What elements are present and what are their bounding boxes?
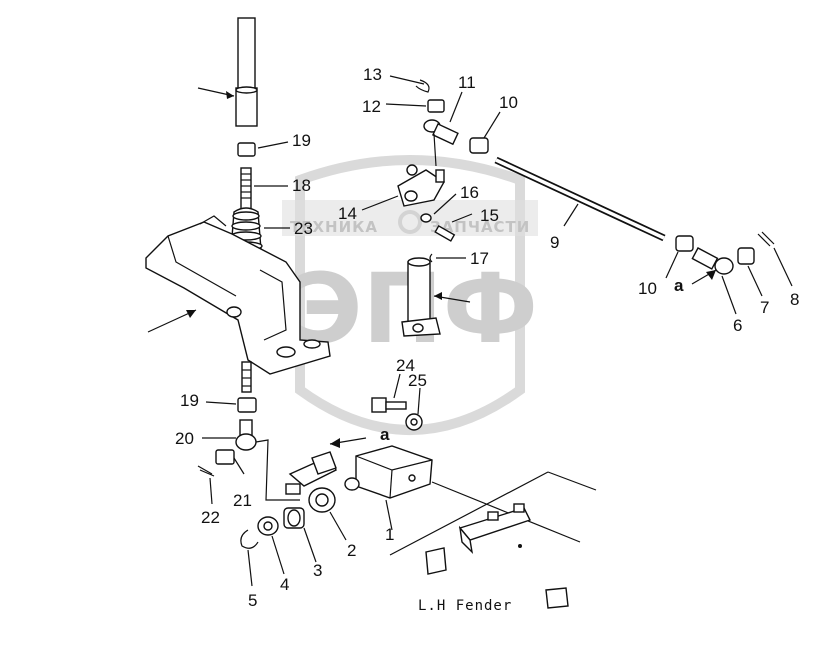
- threaded-rod-18: [240, 167, 288, 211]
- callout-19-lower: 19: [180, 391, 199, 410]
- callout-11: 11: [458, 73, 476, 92]
- mounting-bracket: [145, 215, 331, 375]
- callout-16: 16: [460, 183, 479, 202]
- callout-23: 23: [294, 219, 313, 238]
- callout-14: 14: [338, 204, 357, 223]
- callout-1: 1: [385, 525, 394, 544]
- callout-20: 20: [175, 429, 194, 448]
- lever-2: [285, 451, 347, 541]
- callout-17: 17: [470, 249, 489, 268]
- callout-15: 15: [480, 206, 499, 225]
- nut-21: [215, 449, 245, 475]
- callout-12: 12: [362, 97, 381, 116]
- callout-labels: 1 2 3 4 5 6 7 8 9 10 10 11 12 13 14 15 1…: [175, 65, 799, 614]
- arrow-a-right: [691, 269, 717, 285]
- nut-12: [385, 99, 445, 113]
- ball-joint-6: [691, 247, 737, 315]
- shift-shaft: [401, 257, 471, 337]
- arrow-a-lower: [329, 437, 367, 448]
- watermark-right-text: ЗАПЧАСТИ: [430, 218, 530, 236]
- callout-19-upper: 19: [292, 131, 311, 150]
- rod-9: [494, 156, 666, 242]
- nut-10-upper: [469, 111, 501, 154]
- pin-17: [429, 253, 466, 263]
- cotter-pin-22: [197, 465, 215, 505]
- callout-8: 8: [790, 290, 799, 309]
- nut-19-lower: [205, 397, 257, 413]
- shaft-housing-1: [344, 445, 433, 531]
- callout-22: 22: [201, 508, 220, 527]
- watermark-left-text: ТЕХНИКА: [290, 218, 378, 236]
- bolt-24: [371, 373, 407, 413]
- callout-3: 3: [313, 561, 322, 580]
- callout-25: 25: [408, 371, 427, 390]
- callout-2: 2: [347, 541, 356, 560]
- lever-head-14: [361, 164, 445, 211]
- callout-7: 7: [760, 298, 769, 317]
- callout-10-upper: 10: [499, 93, 518, 112]
- callout-13: 13: [363, 65, 382, 84]
- nut-19-top: [237, 141, 289, 157]
- callout-6: 6: [733, 316, 742, 335]
- callout-24: 24: [396, 356, 415, 375]
- cotter-pin-13: [389, 75, 430, 93]
- ball-joint-20: [202, 419, 300, 501]
- nut-10-lower: [665, 235, 694, 279]
- washer-4: [257, 516, 285, 575]
- fender-blocks: [425, 503, 569, 609]
- fender-note: L.H Fender: [418, 598, 512, 614]
- pin-16: [420, 193, 457, 223]
- bushing-3: [283, 507, 317, 563]
- shift-lever-rod: [197, 17, 258, 127]
- lower-stub: [241, 361, 252, 393]
- washer-25: [405, 387, 423, 431]
- callout-21: 21: [233, 491, 252, 510]
- callout-18: 18: [292, 176, 311, 195]
- callout-10-lower: 10: [638, 279, 657, 298]
- nut-7: [737, 247, 763, 297]
- callout-9: 9: [550, 233, 559, 252]
- snap-ring-5: [240, 529, 259, 587]
- bolt-15: [434, 213, 473, 242]
- cotter-pin-8: [757, 231, 793, 287]
- callout-4: 4: [280, 575, 289, 594]
- fender-lines: [389, 471, 597, 556]
- mark-a-right: a: [674, 276, 684, 295]
- mark-a-lower: a: [380, 425, 390, 444]
- ball-joint-11: [423, 91, 463, 167]
- callout-5: 5: [248, 591, 257, 610]
